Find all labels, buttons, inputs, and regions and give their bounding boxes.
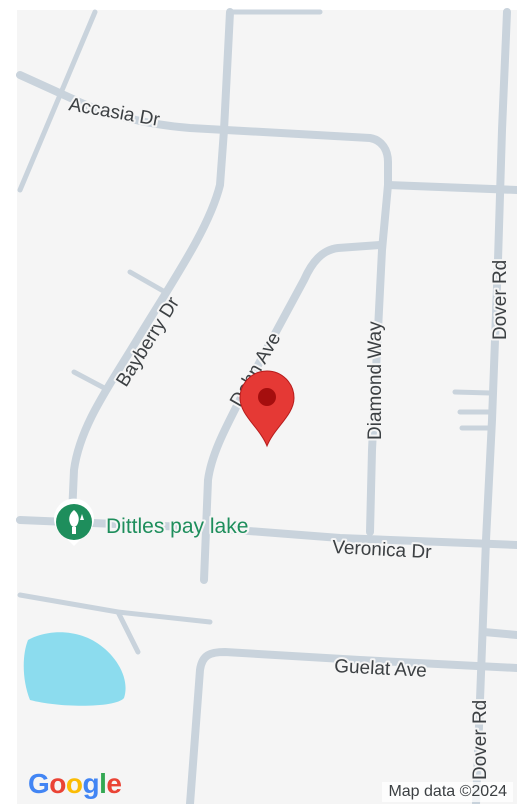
logo-letter: l: [99, 768, 107, 799]
road-bayberry: [68, 8, 234, 519]
road-stub: [452, 389, 493, 396]
logo-letter: o: [65, 768, 83, 799]
map-attribution[interactable]: Map data ©2024: [382, 782, 513, 802]
road-segment: [480, 628, 517, 639]
road-dover: [472, 8, 511, 808]
street-label-dover-south: Dover Rd: [470, 700, 491, 780]
street-label-dover-north: Dover Rd: [490, 260, 511, 340]
logo-letter: g: [82, 768, 100, 799]
logo-letter: e: [106, 768, 122, 799]
poi-marker[interactable]: [54, 498, 94, 546]
road-diamond: [366, 181, 392, 536]
location-pin-dot: [258, 388, 276, 406]
location-pin-icon[interactable]: [239, 370, 295, 448]
road-stub: [71, 369, 111, 393]
road-segment: [17, 9, 98, 193]
park-icon-detail: [80, 514, 84, 520]
road-veronica: [16, 516, 517, 549]
park-icon: [69, 510, 79, 534]
road-segment: [384, 181, 517, 194]
google-logo[interactable]: Google: [28, 768, 122, 800]
logo-letter: G: [28, 768, 50, 799]
street-label-diamond: Diamond Way: [365, 321, 386, 440]
logo-letter: o: [49, 768, 66, 799]
location-pin-body: [239, 370, 295, 448]
road-guelat: [186, 648, 517, 808]
poi-label[interactable]: Dittles pay lake: [104, 513, 250, 540]
lake-water: [23, 632, 126, 706]
road-stub: [127, 269, 168, 295]
road-segment: [115, 609, 141, 655]
road-accasia: [16, 71, 392, 189]
